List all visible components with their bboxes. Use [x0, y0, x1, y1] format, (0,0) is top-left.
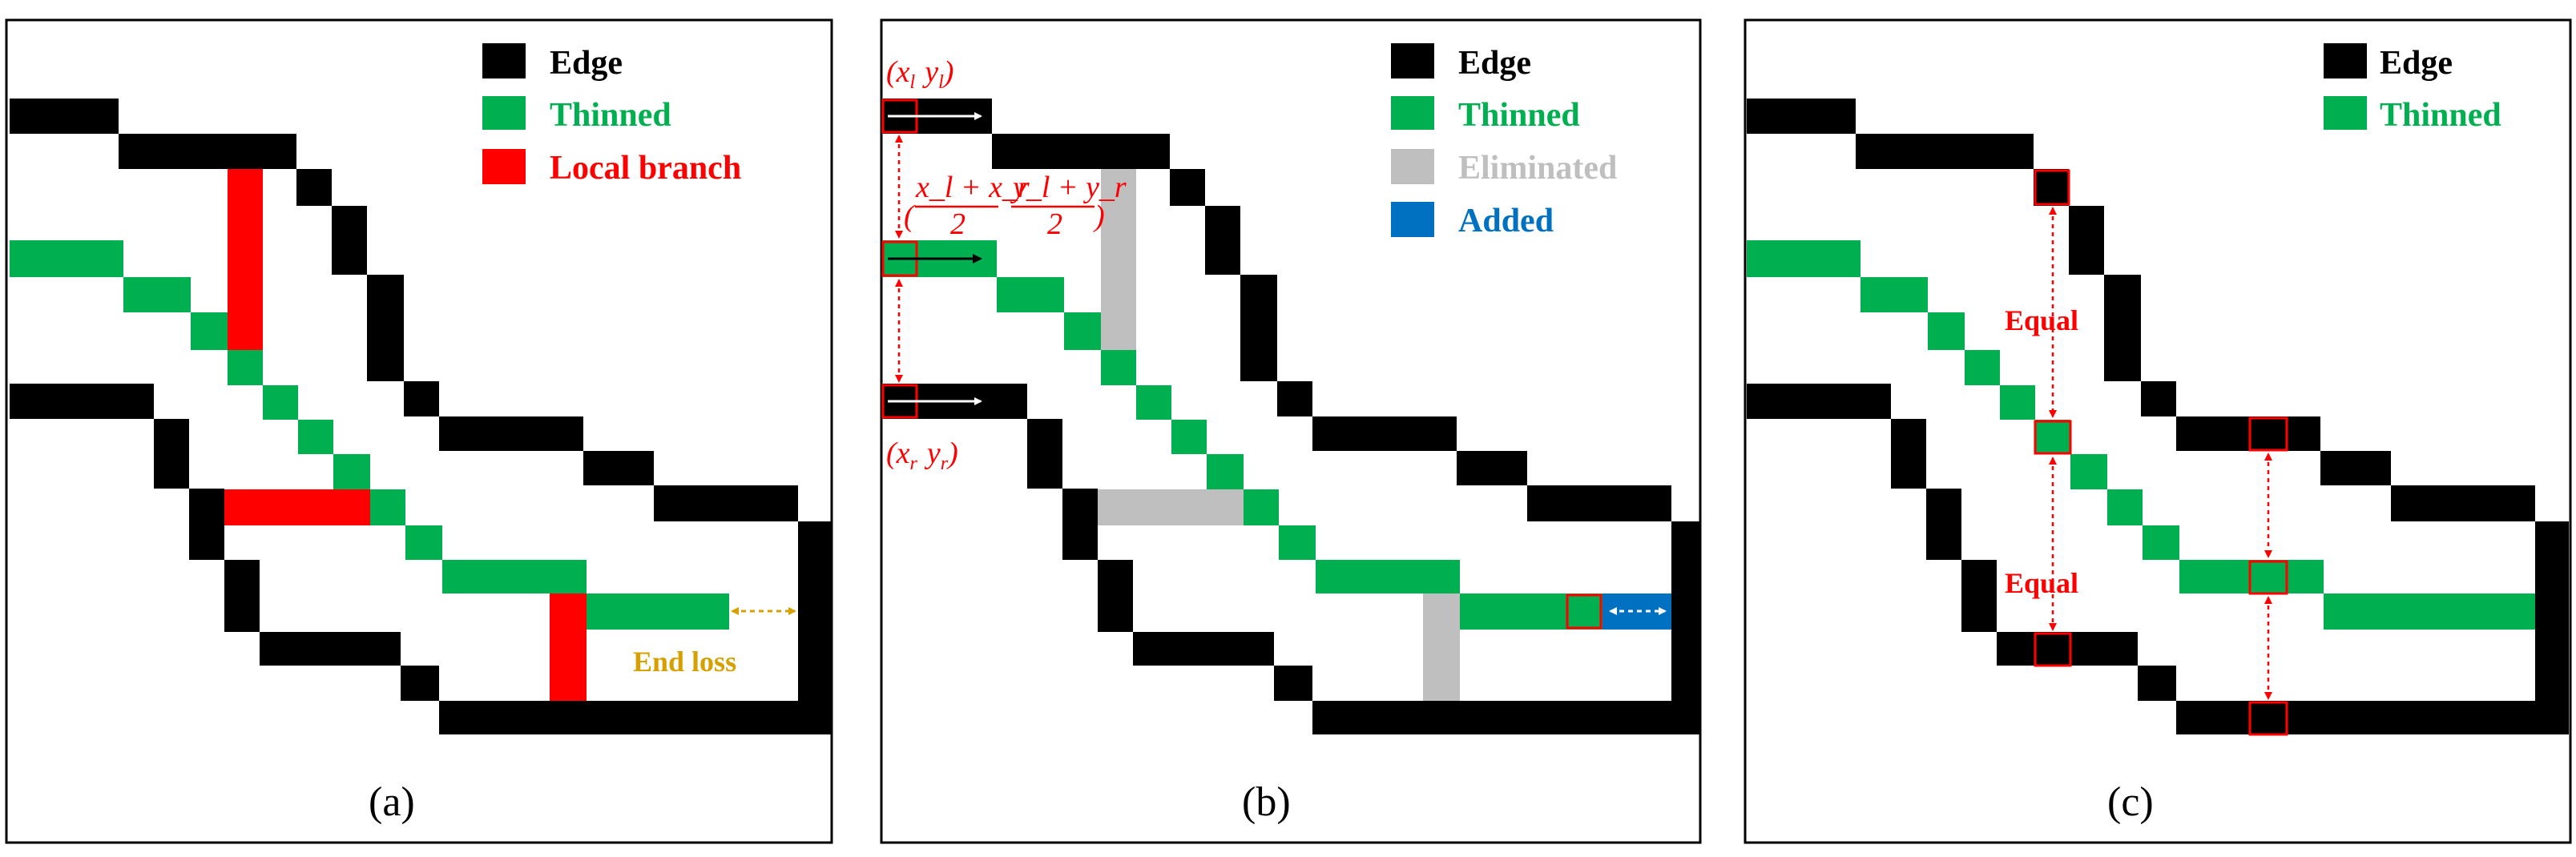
panel-a: End loss Edge Thinned Local branch (a) [5, 18, 833, 844]
panel-c-edges [1747, 99, 2569, 734]
c-col1-mid-marker [2034, 420, 2072, 455]
legend-added-label: Added [1458, 203, 1554, 239]
panel-a-thinned [10, 240, 729, 630]
legend-edge-label: Edge [550, 45, 623, 82]
panel-b-frame [880, 18, 1702, 844]
panel-b-eliminated [1098, 169, 1460, 701]
c-col2-mid-marker [2248, 560, 2288, 595]
panel-a-local-branches [224, 169, 587, 701]
equal-bottom-label: Equal [2005, 567, 2078, 599]
c-col1-top-marker [2034, 169, 2070, 206]
legend-edge-swatch [1391, 43, 1434, 78]
legend-added-swatch [1391, 202, 1434, 237]
panel-a-edges [10, 99, 832, 734]
midpoint-close: ) [1093, 199, 1105, 233]
legend-local-branch-label: Local branch [550, 150, 741, 187]
midpoint-y-den: 2 [1047, 207, 1062, 241]
legend-local-branch-swatch [482, 149, 526, 184]
legend-thinned-swatch [2324, 96, 2367, 130]
panel-b-edges [883, 99, 1700, 734]
c-col2-bot-marker [2248, 701, 2288, 736]
midpoint-x-den: 2 [950, 207, 965, 241]
legend-thinned-swatch [1391, 96, 1434, 130]
legend-edge-swatch [2324, 43, 2367, 78]
panel-a-legend: Edge Thinned Local branch [482, 43, 741, 187]
midpoint-formula: ( x_l + x_r 2 y_l + y_r 2 ) [904, 171, 1127, 241]
panel-a-frame [5, 18, 833, 844]
legend-thinned-label: Thinned [550, 97, 671, 134]
panel-c-frame [1744, 18, 2572, 844]
midpoint-y-num: y_l + y_r [1010, 171, 1127, 204]
legend-eliminated-label: Eliminated [1458, 150, 1617, 187]
end-loss-label: End loss [633, 646, 736, 678]
legend-edge-label: Edge [1458, 45, 1531, 82]
c-col1-bot-marker [2034, 632, 2072, 667]
endpoint-marker [1566, 593, 1602, 630]
panel-b-caption: (b) [1242, 779, 1291, 825]
panel-c: Equal Equal Edge Thinned (c) [1744, 18, 2572, 844]
legend-thinned-swatch [482, 96, 526, 130]
panel-c-thinned [1747, 240, 2535, 630]
legend-edge-label: Edge [2380, 45, 2453, 82]
panel-c-legend: Edge Thinned [2324, 43, 2501, 134]
panel-a-caption: (a) [369, 779, 415, 825]
equal-top-label: Equal [2005, 304, 2078, 336]
midpoint-open: ( [904, 199, 916, 233]
midpoint-x-num: x_l + x_r [915, 171, 1030, 204]
panel-b-legend: Edge Thinned Eliminated Added [1391, 43, 1617, 239]
legend-thinned-label: Thinned [1458, 97, 1580, 134]
panel-b-thinned [883, 240, 1602, 630]
c-col2-top-marker [2248, 416, 2288, 452]
legend-thinned-label: Thinned [2380, 97, 2501, 134]
panel-c-caption: (c) [2107, 779, 2154, 825]
legend-edge-swatch [482, 43, 526, 78]
legend-eliminated-swatch [1391, 149, 1434, 184]
